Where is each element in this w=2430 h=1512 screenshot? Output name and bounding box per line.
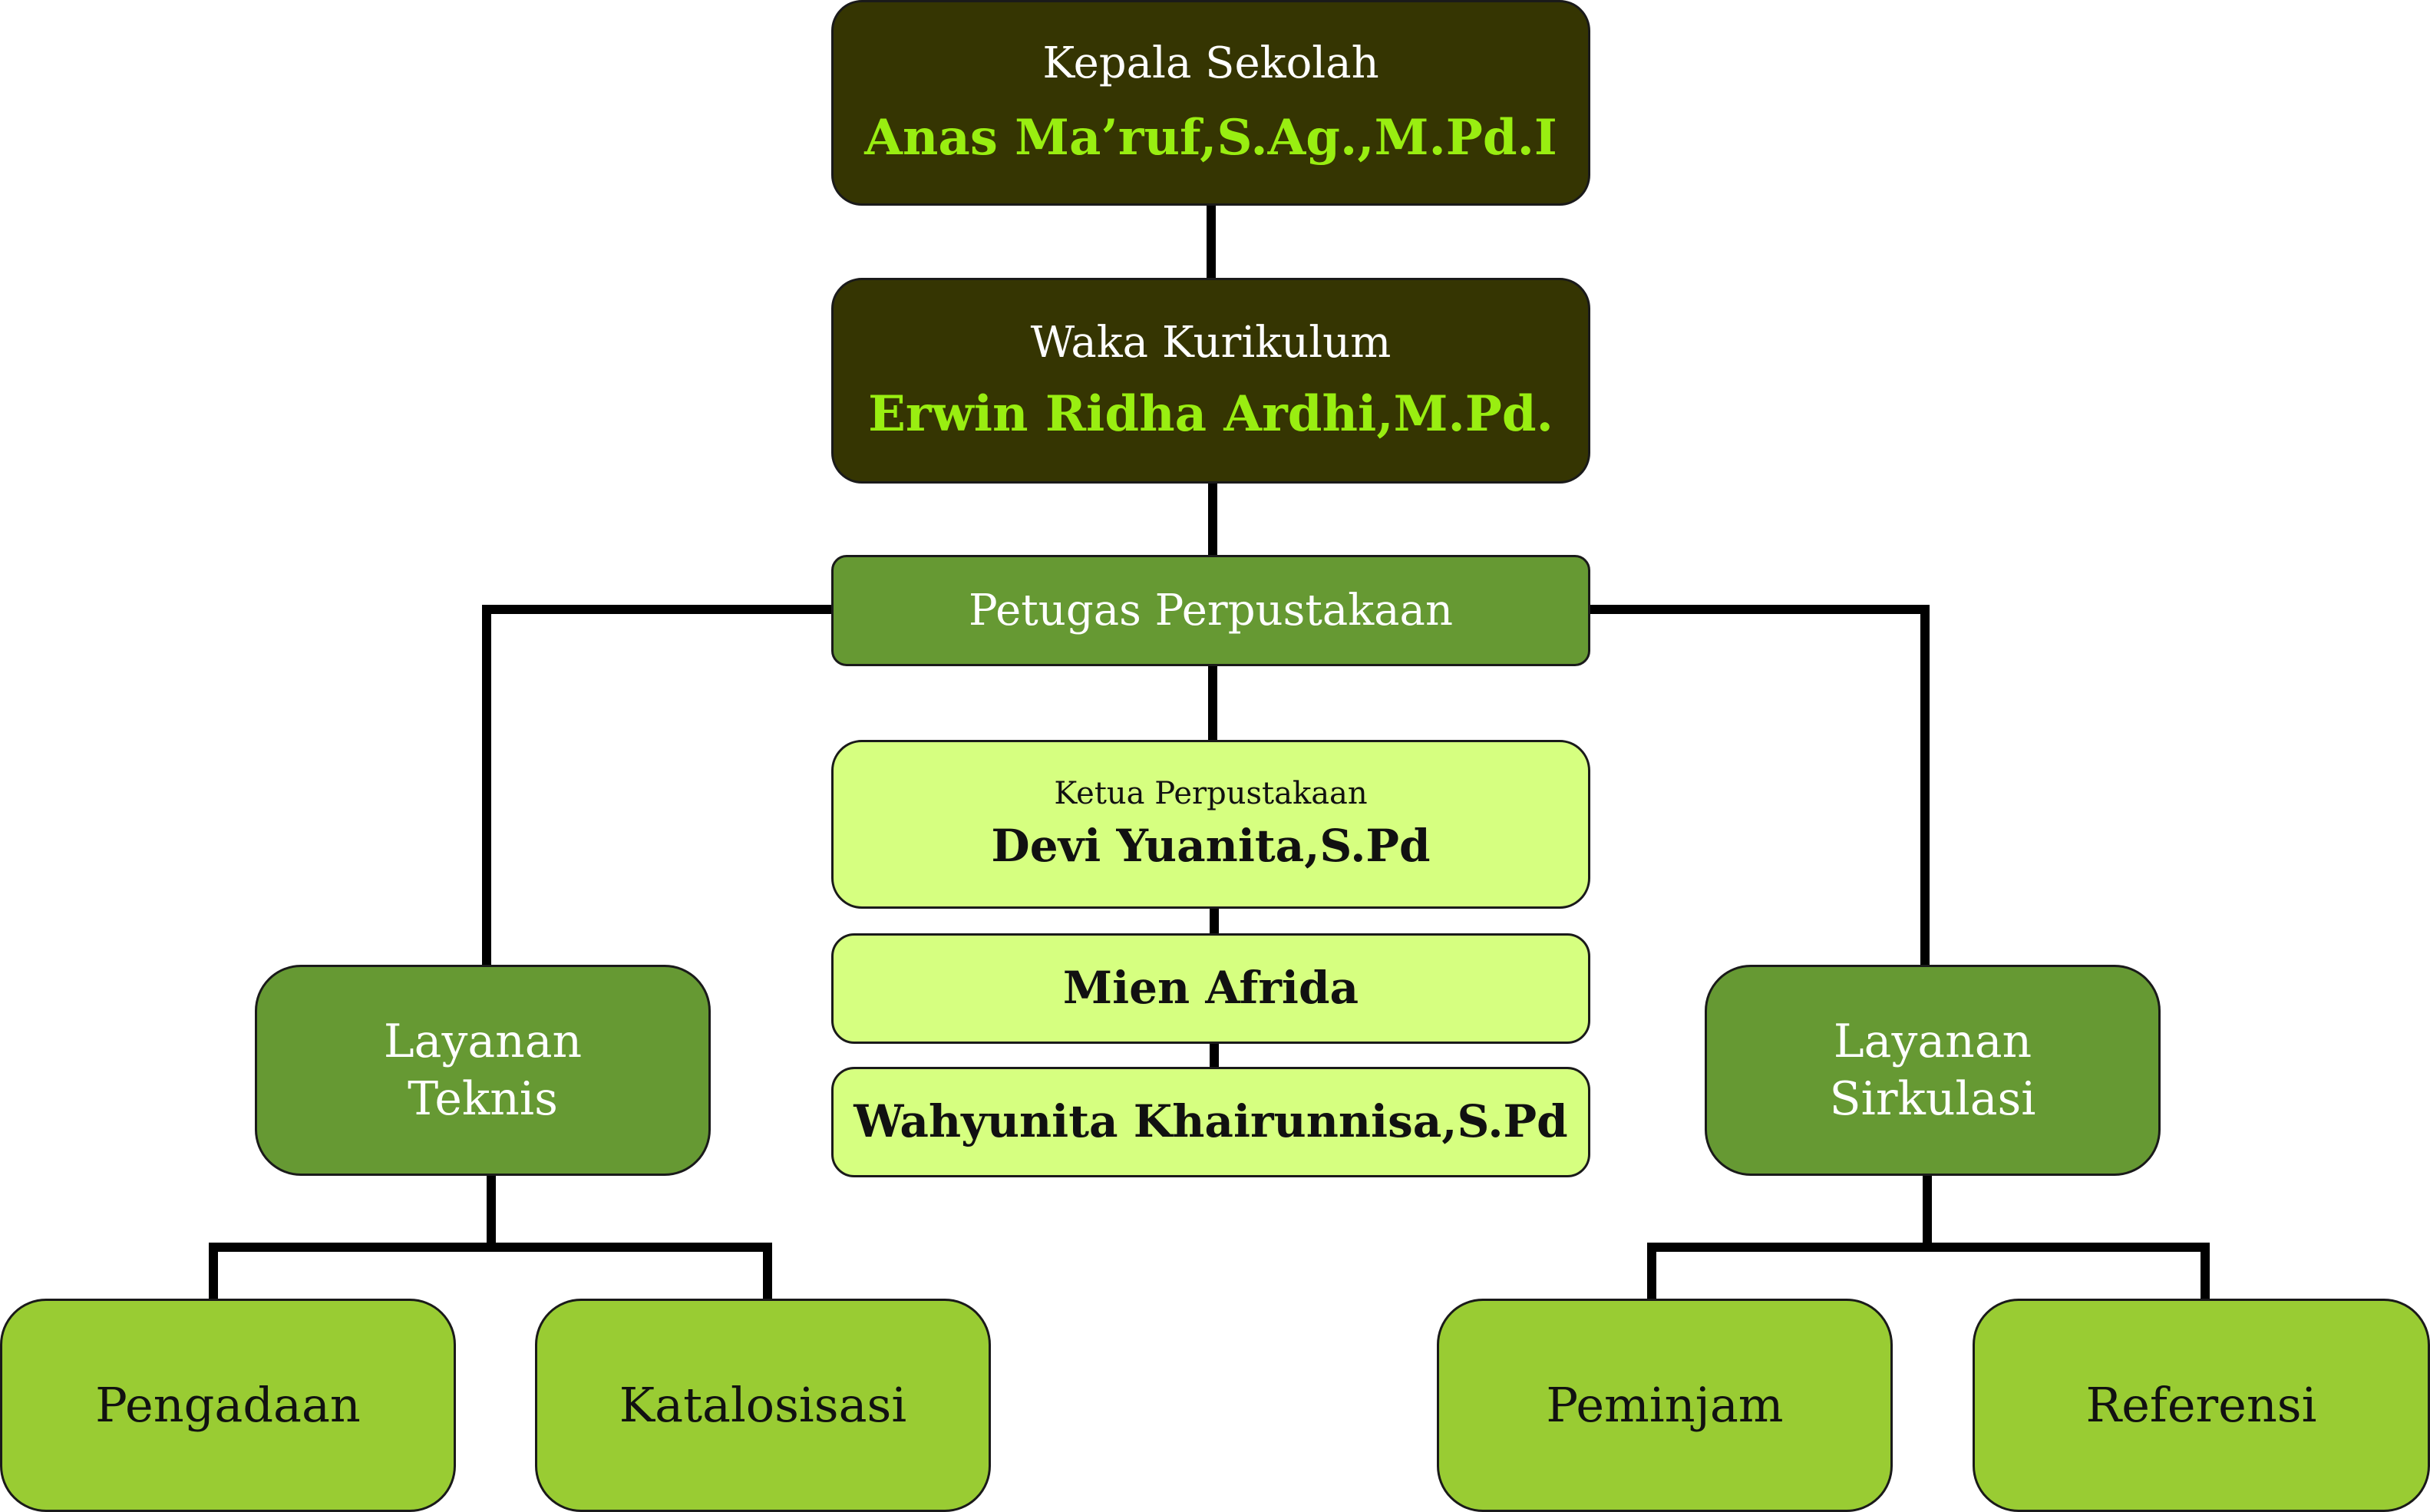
teknis-line2: Teknis [408,1071,558,1126]
node-pengadaan: Pengadaan [0,1299,456,1512]
kepala-role: Kepala Sekolah [1042,38,1379,88]
petugas-label: Petugas Perpustakaan [968,585,1454,636]
staff-name: Wahyunita Khairunnisa,S.Pd [853,1095,1568,1148]
node-waka-kurikulum: Waka Kurikulum Erwin Ridha Ardhi,M.Pd. [831,278,1590,484]
connector-teknis-children [209,1243,772,1303]
connector-petugas-teknis [482,605,836,969]
node-layanan-sirkulasi: Layanan Sirkulasi [1705,965,2161,1176]
ketua-name: Devi Yuanita,S.Pd [991,820,1431,873]
node-referensi: Referensi [1973,1299,2430,1512]
node-layanan-teknis: Layanan Teknis [255,965,711,1176]
waka-role: Waka Kurikulum [1030,318,1392,368]
pengadaan-label: Pengadaan [95,1376,361,1433]
node-petugas-perpustakaan: Petugas Perpustakaan [831,555,1590,666]
kepala-name: Anas Ma’ruf,S.Ag.,M.Pd.I [864,109,1557,167]
sirkulasi-line2: Sirkulasi [1829,1071,2036,1126]
katalosisasi-label: Katalosisasi [619,1376,907,1433]
connector-sirkulasi-children [1647,1243,2210,1303]
referensi-label: Referensi [2085,1376,2317,1433]
ketua-role: Ketua Perpustakaan [1054,776,1368,812]
node-katalosisasi: Katalosisasi [535,1299,991,1512]
connector-petugas-sirkulasi [1586,605,1930,969]
node-ketua-perpustakaan: Ketua Perpustakaan Devi Yuanita,S.Pd [831,740,1590,909]
node-peminjam: Peminjam [1437,1299,1893,1512]
staff-name: Mien Afrida [1062,962,1359,1015]
peminjam-label: Peminjam [1546,1376,1784,1433]
node-staff-wahyunita: Wahyunita Khairunnisa,S.Pd [831,1067,1590,1177]
node-staff-mien: Mien Afrida [831,933,1590,1044]
waka-name: Erwin Ridha Ardhi,M.Pd. [868,385,1553,444]
node-kepala-sekolah: Kepala Sekolah Anas Ma’ruf,S.Ag.,M.Pd.I [831,0,1590,206]
sirkulasi-line1: Layanan [1833,1014,2032,1068]
teknis-line1: Layanan [383,1014,583,1068]
